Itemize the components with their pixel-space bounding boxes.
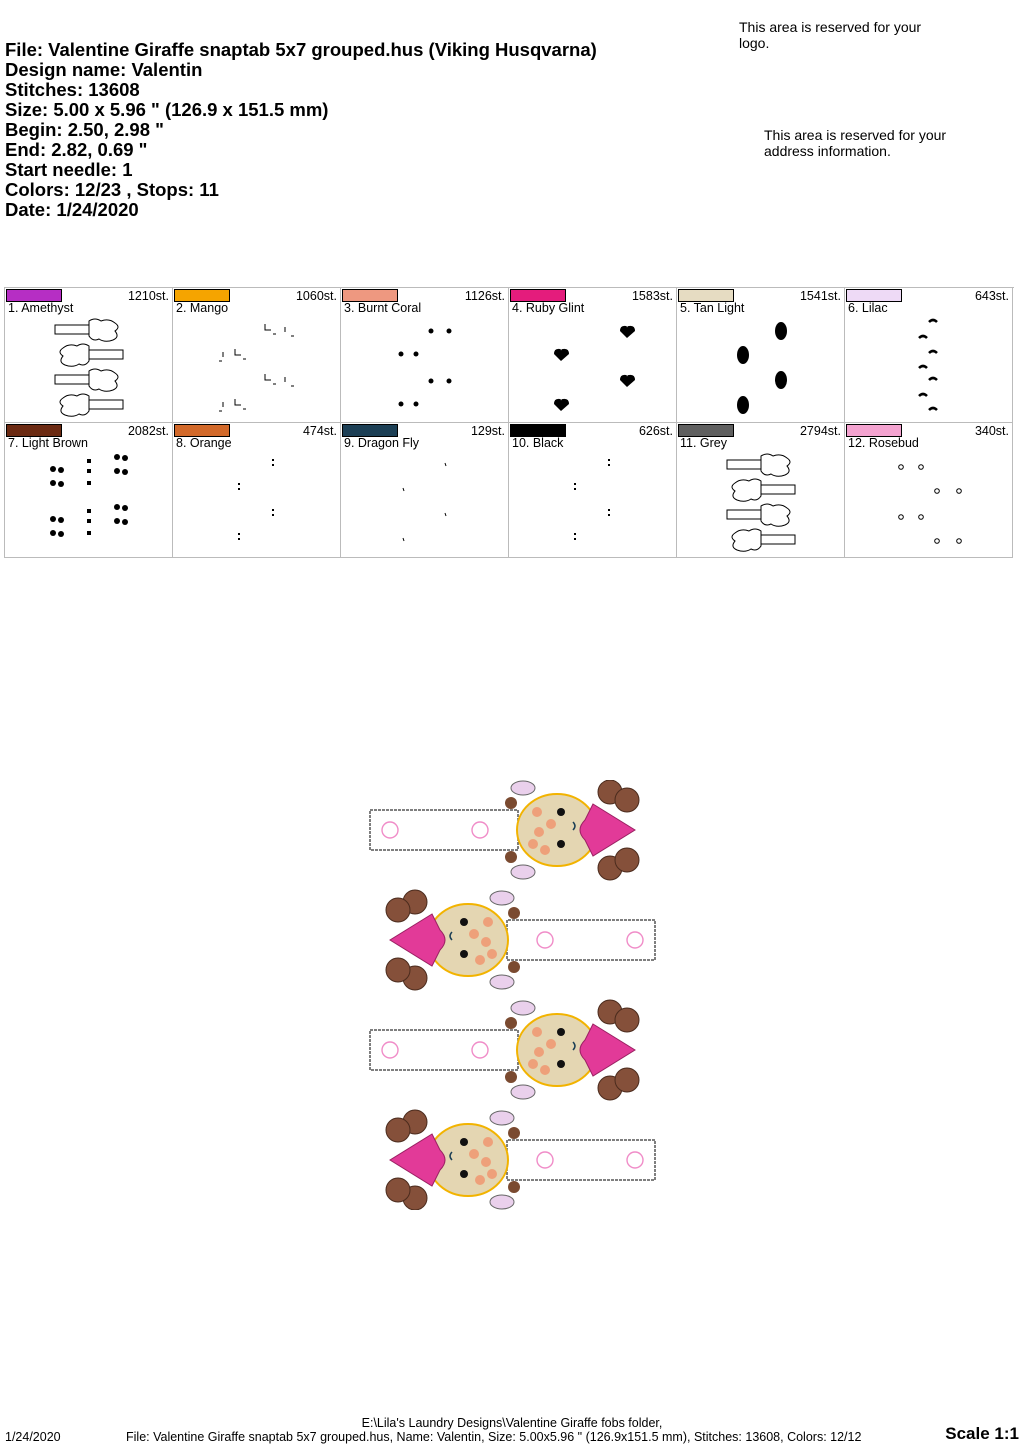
colors-line: Colors: 12/23 , Stops: 11: [5, 179, 219, 200]
color-step-cell: 474st. 8. Orange: [173, 423, 341, 558]
stitch-count: 643st.: [974, 289, 1009, 303]
date-line: Date: 1/24/2020: [5, 199, 139, 220]
design-preview: [369, 780, 656, 1210]
color-name: 7. Light Brown: [8, 436, 88, 450]
step-thumbnail: [398, 328, 452, 407]
stitch-count: 1060st.: [295, 289, 337, 303]
color-swatch: [510, 424, 566, 437]
color-name: 3. Burnt Coral: [344, 301, 422, 315]
end-line: End: 2.82, 0.69 ": [5, 139, 148, 160]
color-swatch: [342, 424, 398, 437]
color-name: 6. Lilac: [848, 301, 888, 315]
stitch-count: 129st.: [470, 424, 505, 438]
design-name-line: Design name: Valentin: [5, 59, 203, 80]
color-name: 2. Mango: [176, 301, 229, 315]
logo-area-note: This area is reserved for your logo.: [739, 19, 922, 51]
color-swatch: [678, 424, 734, 437]
color-name: 9. Dragon Fly: [344, 436, 420, 450]
color-step-cell: 2794st. 11. Grey: [677, 423, 845, 558]
footer-path: E:\Lila's Laundry Designs\Valentine Gira…: [361, 1416, 663, 1430]
color-step-cell: 340st. 12. Rosebud: [845, 423, 1013, 558]
color-swatch: [510, 289, 566, 302]
scale-label: Scale 1:1: [945, 1424, 1019, 1443]
color-name: 10. Black: [512, 436, 564, 450]
stitch-count: 2082st.: [127, 424, 169, 438]
color-swatch: [6, 424, 62, 437]
step-thumbnail: [574, 459, 610, 540]
step-thumbnail: [554, 325, 635, 411]
color-name: 8. Orange: [176, 436, 232, 450]
giraffe-snaptab: [385, 1109, 656, 1210]
footer-date: 1/24/2020: [5, 1430, 61, 1444]
stitch-count: 2794st.: [799, 424, 841, 438]
step-thumbnail: [238, 459, 274, 540]
stitch-count: 1583st.: [631, 289, 673, 303]
color-swatch: [678, 289, 734, 302]
color-name: 1. Amethyst: [8, 301, 74, 315]
giraffe-snaptab: [369, 999, 640, 1101]
color-swatch: [174, 424, 230, 437]
stitch-count: 626st.: [638, 424, 673, 438]
giraffe-snaptab: [369, 780, 640, 881]
color-name: 4. Ruby Glint: [512, 301, 585, 315]
stitches-line: Stitches: 13608: [5, 79, 140, 100]
start-needle-line: Start needle: 1: [5, 159, 133, 180]
step-thumbnail: [54, 318, 124, 417]
color-step-cell: 643st. 6. Lilac: [845, 288, 1013, 423]
stitch-count: 474st.: [302, 424, 337, 438]
color-swatch: [6, 289, 62, 302]
address-area-note: This area is reserved for your address i…: [764, 127, 947, 159]
step-thumbnail: [898, 464, 962, 544]
color-swatch: [342, 289, 398, 302]
stitch-count: 1541st.: [799, 289, 841, 303]
color-step-cell: 1583st. 4. Ruby Glint: [509, 288, 677, 423]
giraffe-snaptab: [385, 889, 656, 991]
step-thumbnail: [402, 462, 447, 542]
color-step-cell: 129st. 9. Dragon Fly: [341, 423, 509, 558]
color-name: 11. Grey: [680, 436, 728, 450]
color-sequence-grid: 1210st. 1. Amethyst 1060st. 2. Mango 1126st.…: [4, 287, 1014, 558]
step-thumbnail: [737, 322, 787, 414]
begin-line: Begin: 2.50, 2.98 ": [5, 119, 164, 140]
color-swatch: [846, 424, 902, 437]
color-step-cell: 1210st. 1. Amethyst: [5, 288, 173, 423]
color-name: 12. Rosebud: [848, 436, 919, 450]
stitch-count: 340st.: [974, 424, 1009, 438]
step-thumbnail: [918, 318, 938, 411]
color-swatch: [846, 289, 902, 302]
step-thumbnail: [219, 324, 294, 412]
step-thumbnail: [50, 454, 128, 537]
color-step-cell: 626st. 10. Black: [509, 423, 677, 558]
color-step-cell: 1060st. 2. Mango: [173, 288, 341, 423]
color-swatch: [174, 289, 230, 302]
color-step-cell: 1126st. 3. Burnt Coral: [341, 288, 509, 423]
file-line: File: Valentine Giraffe snaptab 5x7 grou…: [5, 39, 597, 60]
stitch-count: 1210st.: [127, 289, 169, 303]
color-name: 5. Tan Light: [680, 301, 745, 315]
size-line: Size: 5.00 x 5.96 " (126.9 x 151.5 mm): [5, 99, 329, 120]
footer-info: File: Valentine Giraffe snaptab 5x7 grou…: [126, 1430, 862, 1444]
color-step-cell: 1541st. 5. Tan Light: [677, 288, 845, 423]
color-step-cell: 2082st. 7. Light Brown: [5, 423, 173, 558]
stitch-count: 1126st.: [464, 289, 505, 303]
design-info: File: Valentine Giraffe snaptab 5x7 grou…: [5, 40, 597, 220]
step-thumbnail: [726, 453, 796, 552]
